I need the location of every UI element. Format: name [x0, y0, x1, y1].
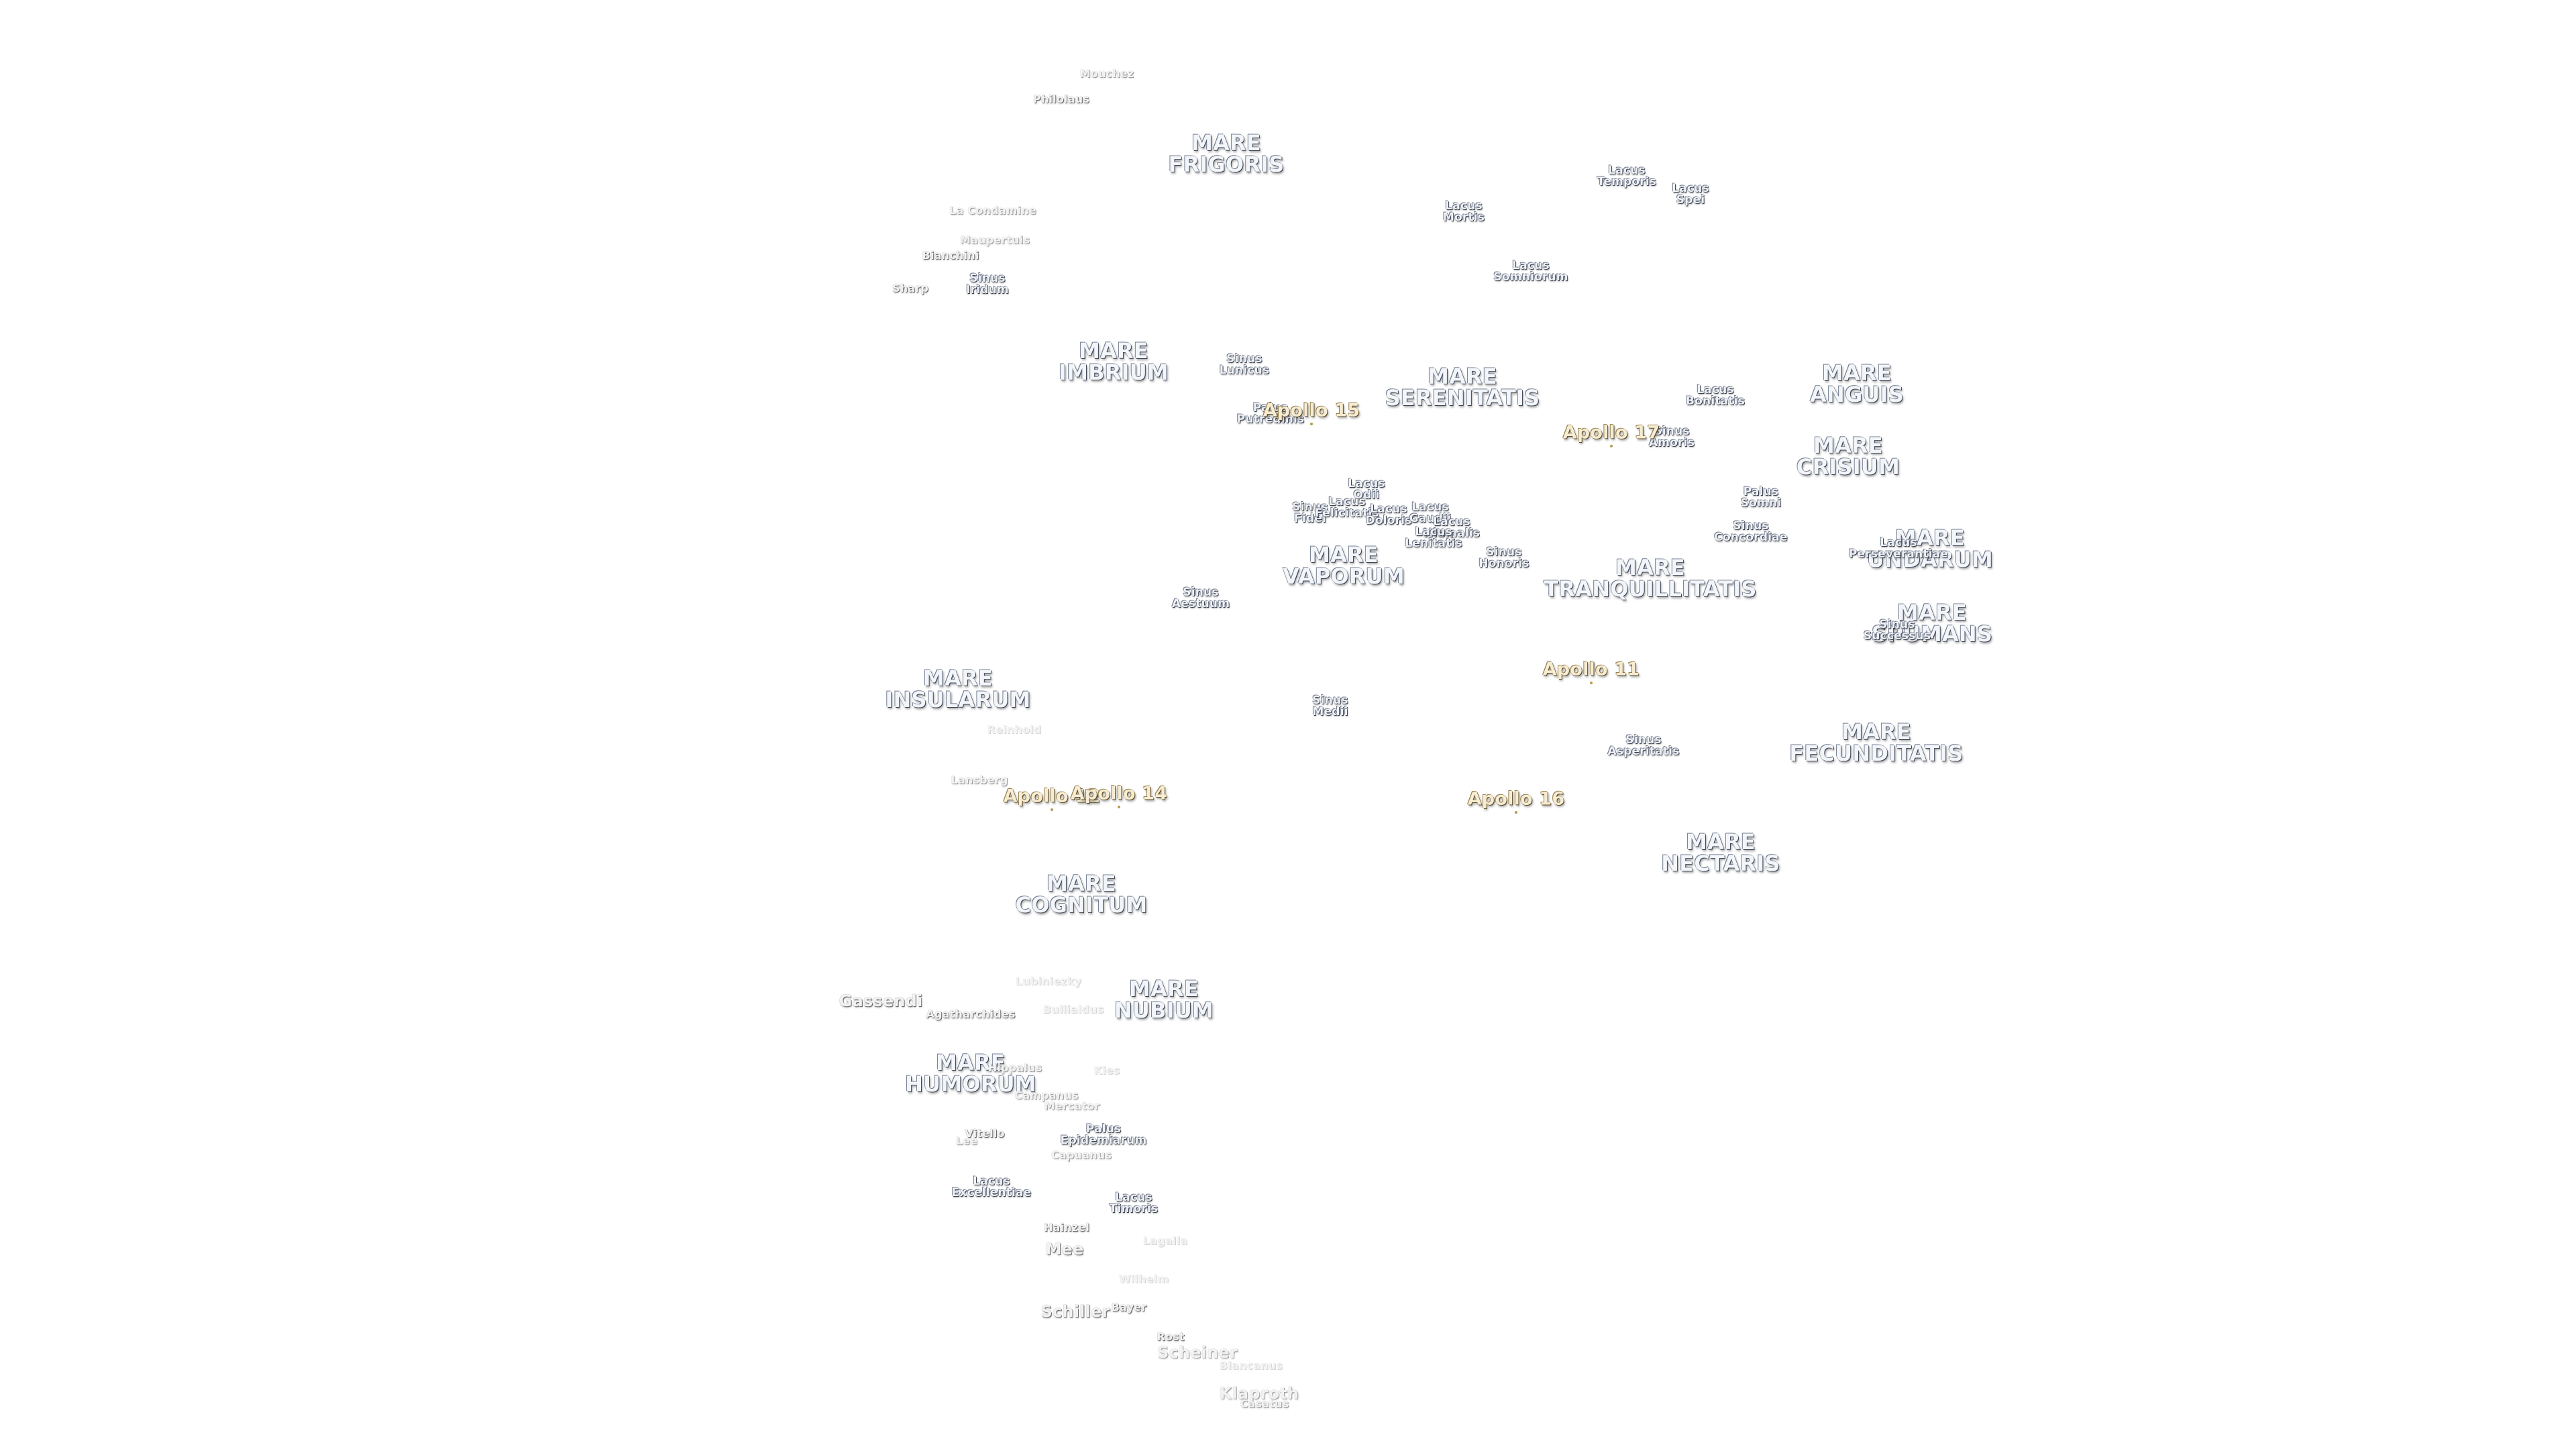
klaproth-label: Klaproth: [1219, 1384, 1299, 1403]
hainzel-label: Hainzel: [1043, 1221, 1090, 1234]
apollo-14-label: Apollo 14: [1070, 783, 1168, 804]
palus-putredinis-label: Palus Putredinis: [1236, 401, 1305, 426]
lacus-spei-label: Lacus Spei: [1672, 182, 1709, 207]
philolaus-label: Philolaus: [1032, 93, 1090, 105]
lansberg-label: Lansberg: [951, 773, 1008, 786]
sinus-successus-label: Sinus Successus: [1863, 618, 1931, 643]
fecunditatis-label: MARE FECUNDITATIS: [1789, 719, 1964, 766]
lacus-bonitatis-label: Lacus Bonitatis: [1685, 383, 1746, 408]
palus-somni-label: Palus Somni: [1740, 485, 1782, 510]
lacus-lenitatis-label: Lacus Lenitatis: [1405, 525, 1462, 550]
lacus-gaudii-label: Lacus Gaudii: [1409, 500, 1452, 525]
apollo-17-label: Apollo 17: [1562, 422, 1660, 443]
campanus-label: Campanus: [1014, 1089, 1079, 1102]
nectaris-label: MARE NECTARIS: [1661, 829, 1780, 876]
crisium-label: MARE CRISIUM: [1796, 433, 1900, 480]
sinus-honoris-label: Sinus Honoris: [1479, 545, 1529, 570]
apollo-14-site-marker: [1118, 806, 1120, 808]
frigoris-label: MARE FRIGORIS: [1168, 130, 1285, 177]
la-condamine-label: La Condamine: [949, 204, 1036, 217]
wilhelm-label: Wilhelm: [1118, 1273, 1169, 1285]
hippalus-label: Hippalus: [987, 1061, 1042, 1074]
lubiniezky-label: Lubiniezky: [1015, 975, 1082, 987]
sinus-iridum-label: Sinus Iridum: [966, 272, 1009, 297]
nubium-label: MARE NUBIUM: [1114, 976, 1214, 1023]
apollo-11-label: Apollo 11: [1542, 659, 1640, 680]
apollo-17-site-marker: [1610, 445, 1613, 447]
lee-label: Lee: [955, 1134, 978, 1147]
lacus-hiemalis-label: Lacus Hiemalis: [1423, 515, 1481, 540]
palus-epidemiarum-label: Palus Epidemiarum: [1060, 1122, 1147, 1147]
apollo-16-site-marker: [1515, 811, 1517, 814]
lacus-somniorum-label: Lacus Somniorum: [1493, 259, 1568, 284]
apollo-12-site-marker: [1051, 808, 1053, 811]
tranquillitatis-label: MARE TRANQUILLITATIS: [1544, 555, 1757, 602]
apollo-16-label: Apollo 16: [1467, 788, 1565, 810]
humorum-label: MARE HUMORUM: [905, 1050, 1036, 1097]
agatharchides-label: Agatharchides: [926, 1008, 1016, 1020]
insularum-label: MARE INSULARUM: [885, 665, 1031, 712]
lacus-odii-label: Lacus Odii: [1348, 477, 1385, 502]
lacus-perseverantiae-label: Lacus Perseverantiae: [1848, 536, 1949, 561]
maupertuis-label: Maupertuis: [959, 233, 1030, 246]
sinus-asperitatis-label: Sinus Asperitatis: [1607, 733, 1680, 758]
lacus-doloris-label: Lacus Doloris: [1365, 502, 1412, 527]
apollo-11-site-marker: [1590, 682, 1593, 684]
cognitum-label: MARE COGNITUM: [1015, 871, 1148, 918]
mee-label: Mee: [1045, 1240, 1084, 1258]
scheiner-label: Scheiner: [1157, 1343, 1238, 1362]
undarum-label: MARE UNDARUM: [1867, 525, 1993, 572]
sinus-lunicus-label: Sinus Lunicus: [1219, 352, 1270, 377]
bayer-label: Bayer: [1111, 1301, 1147, 1313]
gassendi-label: Gassendi: [839, 991, 923, 1010]
apollo-12-label: Apollo 12: [1003, 786, 1101, 807]
reinhold-label: Reinhold: [987, 723, 1042, 736]
sinus-amoris-label: Sinus Amoris: [1648, 425, 1695, 449]
blancanus-label: Blancanus: [1219, 1359, 1283, 1372]
kies-label: Kies: [1093, 1064, 1120, 1077]
apollo-15-label: Apollo 15: [1263, 400, 1360, 421]
vaporum-label: MARE VAPORUM: [1283, 542, 1405, 589]
sharp-label: Sharp: [892, 282, 929, 294]
anguis-label: MARE ANGUIS: [1810, 360, 1904, 407]
casatus-label: Casatus: [1240, 1397, 1289, 1410]
vitello-label: Vitello: [965, 1127, 1005, 1140]
lacus-excellentiae-label: Lacus Excellentiae: [951, 1175, 1032, 1199]
mouchez-label: Mouchez: [1079, 67, 1134, 80]
imbrium-label: MARE IMBRIUM: [1059, 338, 1169, 385]
sinus-aestuum-label: Sinus Aestuum: [1171, 586, 1230, 610]
lagalla-label: Lagalla: [1142, 1234, 1188, 1247]
bullialdus-label: Bullialdus: [1042, 1003, 1104, 1016]
lacus-mortis-label: Lacus Mortis: [1442, 199, 1485, 224]
sinus-fidei-label: Sinus Fidei: [1292, 500, 1328, 525]
rost-label: Rost: [1157, 1330, 1185, 1343]
apollo-15-site-marker: [1310, 423, 1313, 425]
lacus-temporis-label: Lacus Temporis: [1597, 164, 1657, 189]
bianchini-label: Bianchini: [922, 249, 979, 262]
schiller-label: Schiller: [1040, 1302, 1110, 1321]
capuanus-label: Capuanus: [1051, 1148, 1112, 1161]
sinus-concordiae-label: Sinus Concordiae: [1714, 519, 1788, 544]
lacus-timoris-label: Lacus Timoris: [1109, 1191, 1159, 1216]
sinus-medii-label: Sinus Medii: [1312, 694, 1348, 718]
mercator-label: Mercator: [1044, 1099, 1100, 1112]
spumans-label: MARE SPUMANS: [1871, 600, 1993, 647]
serenitatis-label: MARE SERENITATIS: [1385, 364, 1540, 411]
lacus-felicitatis-label: Lacus Felicitatis: [1315, 495, 1379, 520]
